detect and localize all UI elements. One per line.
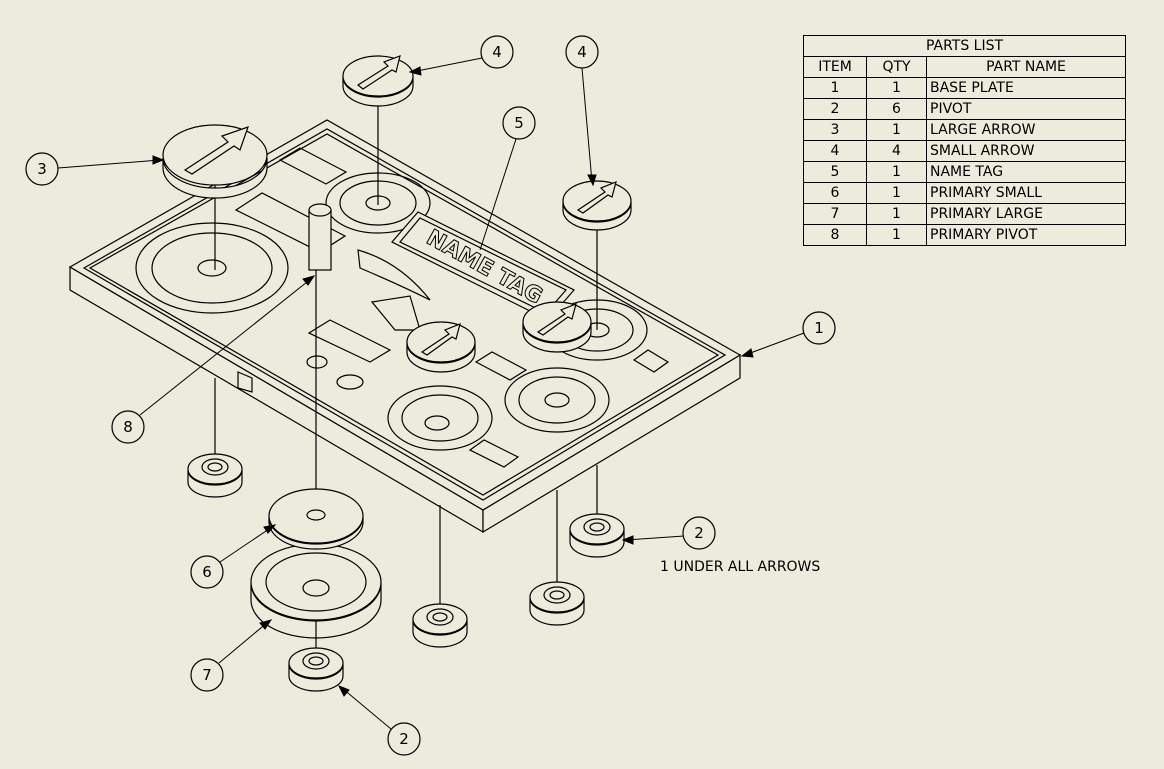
- cell-qty: 1: [866, 77, 927, 99]
- balloon: 4: [565, 35, 599, 69]
- svg-text:4: 4: [577, 43, 587, 61]
- cell-name: PIVOT: [926, 98, 1126, 120]
- balloon: 1: [802, 311, 836, 345]
- svg-text:7: 7: [202, 666, 212, 684]
- balloon: 7: [190, 658, 224, 692]
- svg-text:5: 5: [514, 114, 524, 132]
- balloon: 3: [25, 152, 59, 186]
- cell-name: BASE PLATE: [926, 77, 1126, 99]
- cell-item: 4: [803, 140, 867, 162]
- note-text: 1 UNDER ALL ARROWS: [660, 559, 821, 575]
- cell-name: LARGE ARROW: [926, 119, 1126, 141]
- svg-text:3: 3: [37, 160, 47, 178]
- svg-text:2: 2: [694, 524, 704, 542]
- header-part-name: PART NAME: [926, 56, 1126, 78]
- svg-text:1: 1: [814, 319, 824, 337]
- pivots: [187, 378, 625, 692]
- small-arrow-right: [562, 180, 632, 330]
- cell-name: NAME TAG: [926, 161, 1126, 183]
- cell-item: 3: [803, 119, 867, 141]
- balloon: 2: [682, 516, 716, 550]
- small-arrow-center: [406, 321, 476, 373]
- cell-qty: 1: [866, 224, 927, 246]
- cell-item: 8: [803, 224, 867, 246]
- cell-qty: 1: [866, 203, 927, 225]
- svg-text:2: 2: [399, 730, 409, 748]
- cell-name: PRIMARY SMALL: [926, 182, 1126, 204]
- plate-labels: [234, 147, 670, 468]
- dial-right-lower: [504, 367, 610, 433]
- balloon: 4: [480, 35, 514, 69]
- cell-qty: 1: [866, 119, 927, 141]
- large-arrow: [162, 124, 268, 270]
- balloon: 2: [387, 722, 421, 756]
- cell-name: PRIMARY PIVOT: [926, 224, 1126, 246]
- primary-large: [250, 543, 382, 648]
- primary-small: [268, 488, 364, 550]
- balloon: 8: [111, 410, 145, 444]
- cell-item: 1: [803, 77, 867, 99]
- header-item: ITEM: [803, 56, 867, 78]
- svg-text:4: 4: [492, 43, 502, 61]
- large-dial: [135, 222, 289, 314]
- cell-item: 6: [803, 182, 867, 204]
- balloon: 5: [502, 106, 536, 140]
- cell-qty: 6: [866, 98, 927, 120]
- cell-item: 5: [803, 161, 867, 183]
- balloon: 6: [190, 555, 224, 589]
- small-arrow-right-lower: [522, 301, 592, 353]
- cell-qty: 1: [866, 182, 927, 204]
- cell-qty: 4: [866, 140, 927, 162]
- parts-list-title: PARTS LIST: [803, 35, 1126, 57]
- svg-text:6: 6: [202, 563, 212, 581]
- cell-qty: 1: [866, 161, 927, 183]
- svg-text:8: 8: [123, 418, 133, 436]
- header-qty: QTY: [866, 56, 927, 78]
- dial-center: [387, 385, 493, 451]
- cell-item: 2: [803, 98, 867, 120]
- cell-name: SMALL ARROW: [926, 140, 1126, 162]
- leader-lines: [57, 57, 805, 730]
- small-arrow-top: [342, 55, 414, 205]
- cell-name: PRIMARY LARGE: [926, 203, 1126, 225]
- cell-item: 7: [803, 203, 867, 225]
